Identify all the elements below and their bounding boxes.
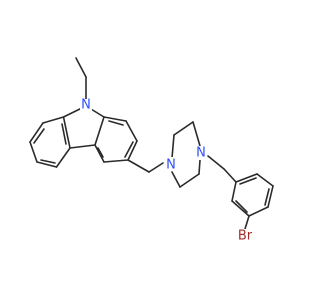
atom-n-piperazine-4-label: N: [196, 146, 206, 161]
atom-n-piperazine-4: N: [195, 146, 207, 161]
bromine-bond: [244, 215, 250, 230]
carbazole-right-ring: [94, 116, 138, 163]
atom-bromine: Br: [235, 229, 255, 244]
methylene-linker-2: [207, 155, 237, 183]
bromophenyl-ring: [231, 173, 274, 217]
structure-diagram: N N N Br: [29, 57, 274, 244]
methylene-linker-1: [127, 159, 164, 173]
atom-bromine-label: Br: [238, 229, 253, 244]
piperazine-ring: [171, 121, 201, 188]
carbazole-left-ring: [29, 116, 71, 168]
atom-n-carbazole: N: [80, 98, 92, 113]
atom-n-carbazole-label: N: [81, 98, 91, 113]
atom-n-piperazine-1: N: [165, 157, 177, 173]
atom-n-piperazine-1-label: N: [166, 158, 176, 173]
ethyl-group: [75, 57, 87, 100]
